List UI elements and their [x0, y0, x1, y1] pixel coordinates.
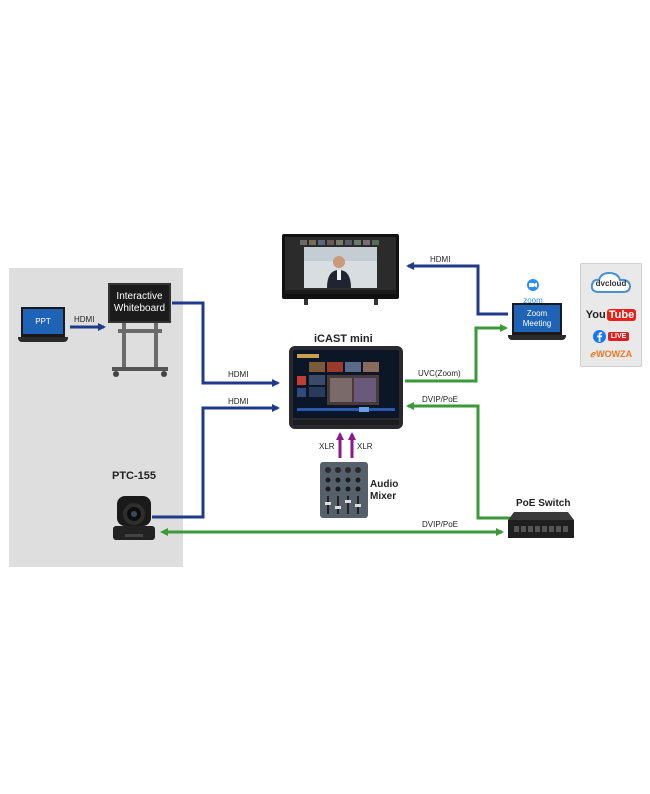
youtube-logo: You Tube — [585, 308, 637, 322]
label-icast-zoom: UVC(Zoom) — [418, 369, 461, 378]
facebook-live-logo: LIVE — [591, 329, 631, 343]
arrow-board-to-icast — [172, 301, 280, 387]
ppt-laptop: PPT — [18, 307, 68, 345]
zoom-camera-icon — [527, 279, 539, 291]
wowza-text: WOWZA — [596, 349, 633, 359]
zoom-logo: zoom — [520, 278, 546, 305]
ppt-laptop-base — [18, 337, 68, 342]
poe-switch-device — [508, 512, 574, 538]
wowza-logo: ℯ WOWZA — [585, 348, 637, 360]
zoom-laptop-screen: Zoom Meeting — [512, 303, 562, 335]
tv-foot-right — [374, 299, 378, 305]
cloud-icon — [590, 271, 632, 293]
audio-mixer — [320, 462, 368, 518]
tv-screen-content — [285, 237, 396, 294]
dvcloud-text: dvcloud — [595, 279, 627, 288]
mixer-line2: Mixer — [370, 490, 397, 502]
facebook-icon — [592, 329, 606, 343]
zoom-laptop: Zoom Meeting — [508, 303, 566, 343]
ppt-label: PPT — [35, 316, 51, 326]
dvcloud-logo: dvcloud — [589, 270, 633, 296]
poe-switch-title: PoE Switch — [516, 498, 571, 509]
ppt-laptop-screen: PPT — [21, 307, 65, 337]
arrow-switch-to-icast — [406, 402, 510, 520]
camera-title: PTC-155 — [112, 470, 157, 482]
whiteboard-line2: Whiteboard — [113, 303, 166, 314]
arrow-zoom-to-tv — [406, 262, 508, 316]
tv-foot-left — [304, 299, 308, 305]
label-ppt-hdmi: HDMI — [74, 315, 95, 324]
icast-screen — [293, 350, 399, 425]
facebook-live-badge: LIVE — [607, 331, 630, 341]
icast-mini-device — [289, 346, 403, 429]
arrow-camera-to-icast — [152, 404, 280, 519]
ptz-camera — [113, 496, 155, 540]
label-board-hdmi: HDMI — [228, 370, 249, 379]
streaming-services-panel: dvcloud You Tube LIVE ℯ WOWZA — [580, 263, 642, 367]
arrow-icast-to-zoom — [405, 324, 508, 383]
mixer-line1: Audio — [370, 479, 399, 490]
label-camera-switch: DVIP/PoE — [422, 520, 459, 529]
whiteboard-stand — [112, 323, 168, 377]
youtube-you: You — [585, 309, 606, 321]
label-tv-hdmi: HDMI — [430, 255, 451, 264]
label-camera-hdmi: HDMI — [228, 397, 249, 406]
whiteboard-line1: Interactive — [116, 291, 163, 302]
wowza-icon: ℯ — [589, 348, 596, 359]
mixer-title: Audio Mixer — [370, 479, 398, 502]
icast-title: iCAST mini — [314, 333, 373, 345]
interactive-whiteboard: Interactive Whiteboard — [108, 283, 171, 323]
tv-display — [282, 234, 399, 305]
label-switch-icast: DVIP/PoE — [422, 395, 459, 404]
zoom-line2: Meeting — [522, 318, 552, 328]
zoom-line1: Zoom — [526, 309, 548, 319]
youtube-tube: Tube — [606, 309, 637, 321]
zoom-laptop-base — [508, 335, 566, 340]
label-xlr-right: XLR — [357, 442, 373, 451]
zoom-logo-text: zoom — [523, 296, 543, 305]
label-xlr-left: XLR — [319, 442, 335, 451]
